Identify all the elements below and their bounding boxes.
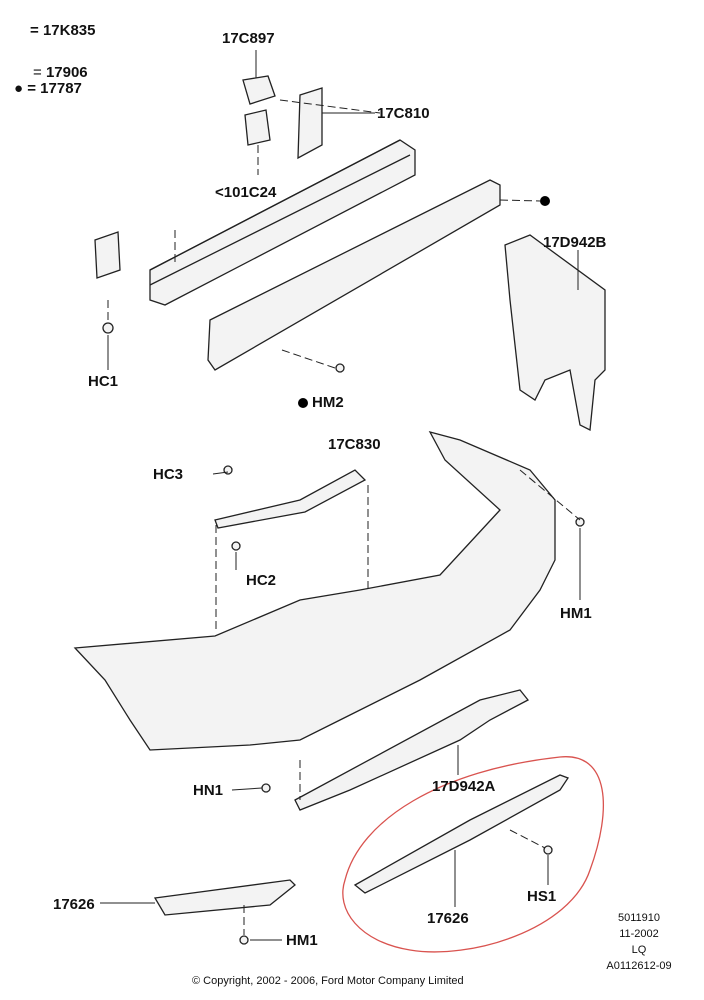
drawing-stamp: 5011910 11-2002 LQ A0112612-09 [598,910,680,974]
callout-101C24: <101C24 [215,184,277,201]
callout-17626-left: 17626 [53,896,95,913]
stamp-line: A0112612-09 [606,960,672,972]
callout-HS1: HS1 [527,888,557,905]
bumper-cover [73,430,556,751]
stamp-line: LQ [631,944,647,956]
bracket-17C897 [242,75,276,105]
legend-symbol: ● = [14,80,36,97]
bracket-17D942B [504,234,606,432]
stamp-line: 5011910 [617,912,660,924]
bracket-17C810 [297,87,323,160]
clip-HN1 [261,783,271,793]
clip-HC1 [102,322,114,334]
energy-absorber [207,179,501,371]
screw-HS1 [543,845,553,855]
callout-17626-right: 17626 [427,910,469,927]
callout-HM2: HM2 [298,394,344,411]
callout-17C897: 17C897 [222,30,275,47]
clip-HC2 [231,541,241,551]
trim-strip-17C830 [214,469,367,529]
callout-17D942B: 17D942B [543,234,607,251]
copyright-notice: © Copyright, 2002 - 2006, Ford Motor Com… [192,975,464,987]
clip-HM2 [335,363,345,373]
side-pad [94,231,121,279]
legend-symbol: = [30,22,39,39]
legend-symbol: = [33,64,42,81]
callout-text: HM2 [312,394,344,411]
callout-17C830: 17C830 [328,436,381,453]
callout-17D942A: 17D942A [432,778,496,795]
legend-17787: ● = 17787 [14,80,82,97]
red-highlight-circle [342,756,604,953]
legend-part: 17787 [40,80,82,97]
dot-icon [298,398,308,409]
callout-HC1: HC1 [88,373,119,390]
callout-HM1-right: HM1 [560,605,592,622]
legend-17K835: = 17K835 [30,22,95,39]
callout-HC2: HC2 [246,572,277,589]
marker-dot-17787 [540,196,550,206]
callout-HM1-bottom: HM1 [286,932,318,949]
legend-part: 17906 [45,64,88,81]
callout-HC3: HC3 [153,466,184,483]
bracket-101C24 [244,109,271,146]
bumper-reinforcement-beam [149,139,416,306]
callout-HN1: HN1 [193,782,224,799]
reflector-17626-right [353,774,569,894]
legend-17906: = 17906 [33,64,88,81]
reflector-17626-left [153,879,296,916]
clip-HM1-bottom [239,935,249,945]
stamp-line: 11-2002 [619,928,659,940]
bracket-17D942A [294,689,529,811]
callout-17C810: 17C810 [377,105,430,122]
clip-HM1 [575,517,585,527]
legend-part: 17K835 [42,22,96,39]
